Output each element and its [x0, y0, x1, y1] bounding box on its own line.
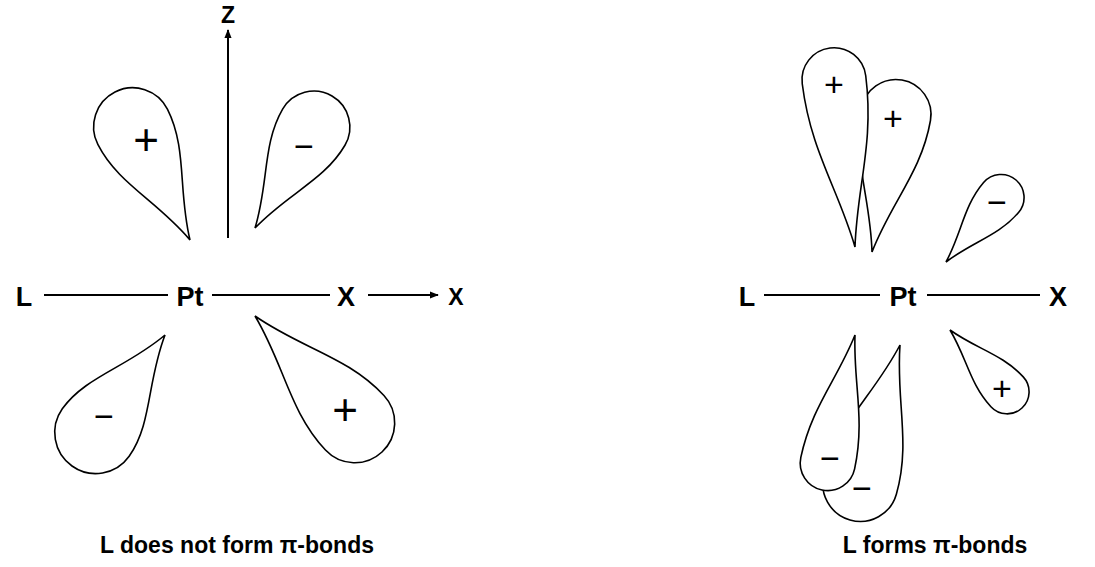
- orbital-lobe: [224, 78, 363, 246]
- atom-label: X: [337, 284, 355, 311]
- phase-sign: −: [852, 471, 872, 505]
- orbital-lobe: [934, 315, 1038, 423]
- bond-line: [927, 294, 1040, 296]
- orbital-lobe: [798, 44, 887, 251]
- phase-sign: +: [992, 371, 1012, 405]
- bond-line: [212, 294, 330, 296]
- atom-label: L: [16, 284, 33, 311]
- phase-sign: −: [987, 185, 1007, 219]
- phase-sign: −: [820, 441, 840, 475]
- axis-label: X: [448, 286, 463, 309]
- atom-label: X: [1049, 284, 1067, 311]
- orbital-lobe: [226, 289, 411, 480]
- phase-sign: −: [94, 399, 114, 433]
- phase-sign: −: [294, 129, 314, 163]
- atom-label: Pt: [890, 284, 917, 311]
- axis-arrow: [227, 30, 229, 238]
- caption-label: L forms π-bonds: [843, 534, 1028, 557]
- phase-sign: +: [824, 67, 844, 101]
- phase-sign: +: [332, 388, 358, 432]
- orbital-lobe: [39, 311, 199, 489]
- axis-arrow: [368, 294, 438, 296]
- atom-label: Pt: [177, 284, 204, 311]
- phase-sign: +: [883, 101, 903, 135]
- orbital-lobe: [929, 165, 1034, 277]
- orbital-lobe: [80, 74, 225, 257]
- caption-label: L does not form π-bonds: [100, 534, 374, 557]
- axis-label: Z: [221, 4, 235, 27]
- atom-label: L: [739, 284, 756, 311]
- bond-line: [764, 294, 880, 296]
- bond-line: [44, 294, 168, 296]
- phase-sign: +: [133, 118, 159, 162]
